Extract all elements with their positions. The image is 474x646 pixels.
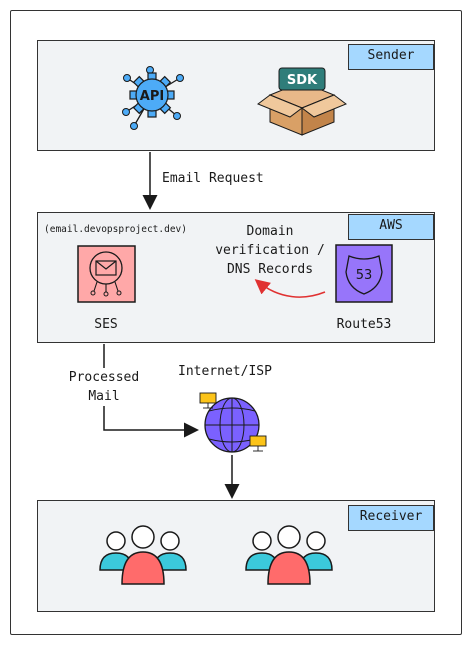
dns-label-line: Domain <box>246 224 294 239</box>
sender-tag: Sender <box>348 44 434 70</box>
globe-icon <box>204 397 260 453</box>
ses-label: SES <box>94 317 118 332</box>
dns-label: Domain verification / DNS Records <box>208 222 332 279</box>
api-gear-icon: API <box>122 66 184 130</box>
dns-label-line: verification / <box>215 243 325 258</box>
aws-tag: AWS <box>348 214 434 240</box>
computer-node-icon <box>199 392 217 409</box>
api-icon-text: API <box>140 89 164 104</box>
processed-mail-label: Processed Mail <box>58 368 150 406</box>
user-group-icon <box>99 525 187 585</box>
ses-mail-icon <box>77 245 136 303</box>
computer-node-icon <box>249 435 267 452</box>
email-request-label: Email Request <box>162 171 264 186</box>
sdk-box-icon: SDK <box>256 67 348 136</box>
domain-label: (email.devopsproject.dev) <box>44 224 187 235</box>
route53-label: Route53 <box>336 317 392 332</box>
route53-shield-icon: 53 <box>335 244 393 303</box>
diagram-frame <box>10 10 462 635</box>
internet-isp-label: Internet/ISP <box>178 364 272 379</box>
processed-mail-line: Processed <box>68 370 140 385</box>
receiver-tag: Receiver <box>348 505 434 531</box>
sdk-icon-text: SDK <box>287 73 318 88</box>
route53-icon-text: 53 <box>356 268 373 283</box>
processed-mail-line: Mail <box>88 389 120 404</box>
user-group-icon <box>245 525 333 585</box>
dns-verification-arrow <box>254 279 326 298</box>
dns-label-line: DNS Records <box>226 262 314 277</box>
